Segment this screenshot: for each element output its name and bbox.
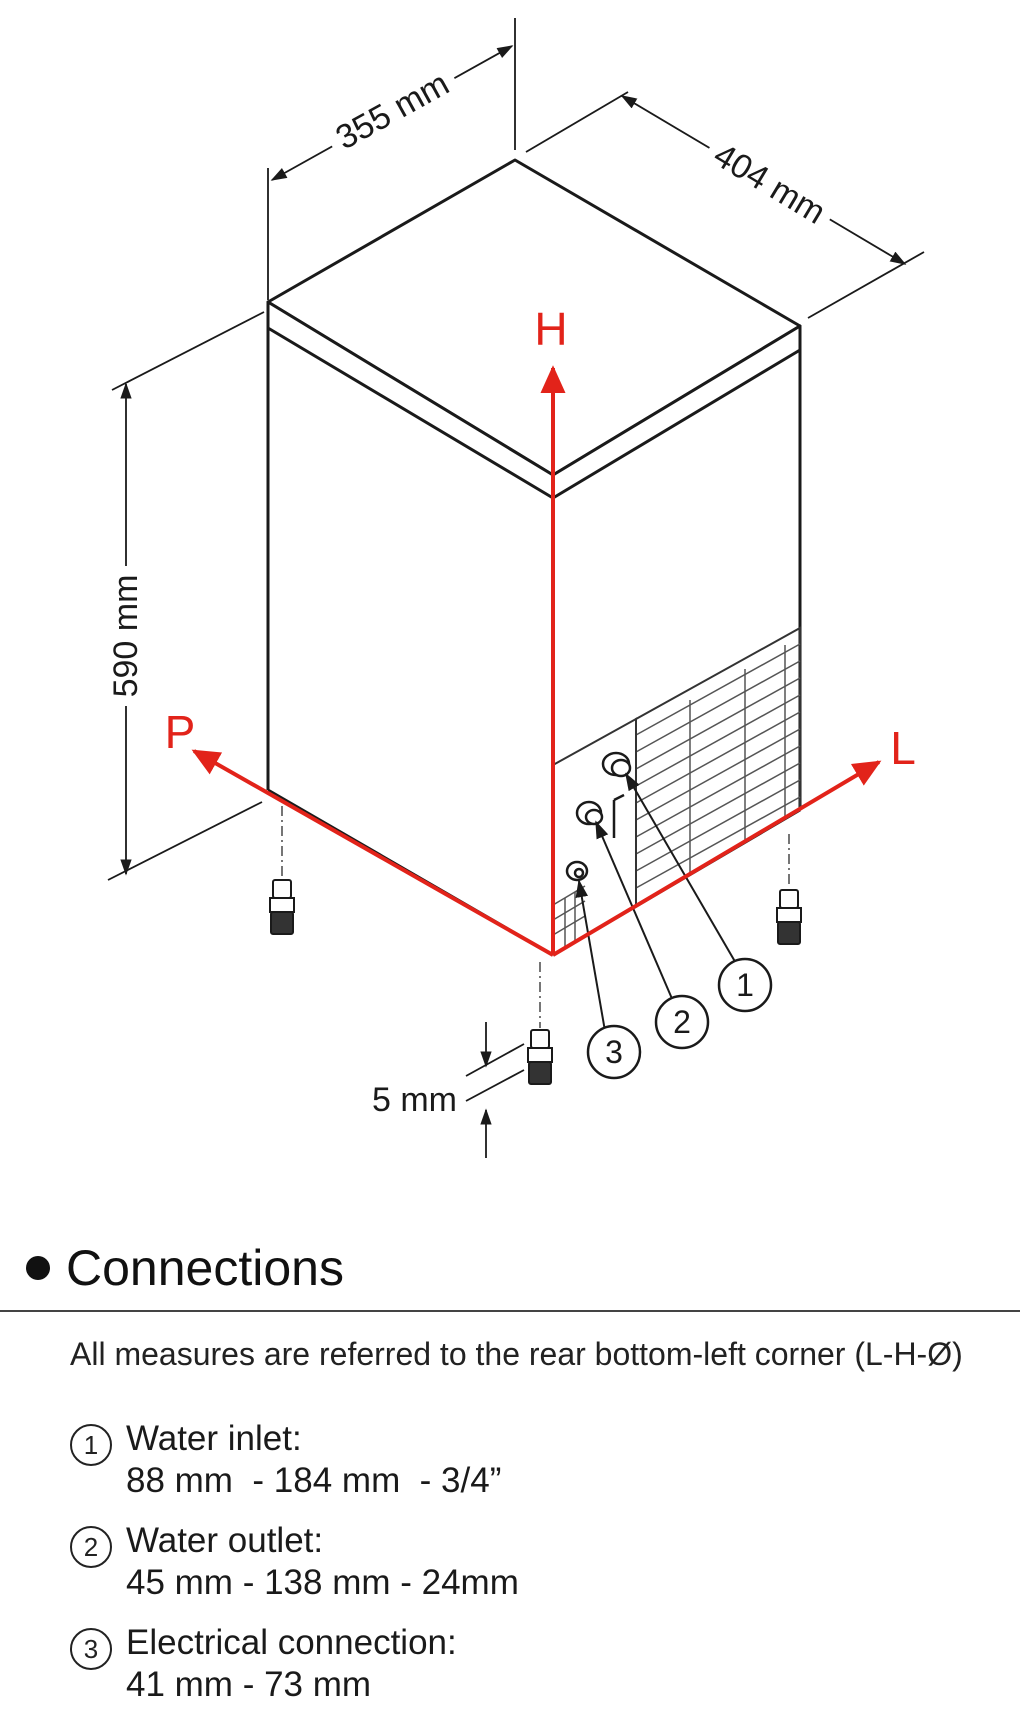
connection-value: 45 mm - 138 mm - 24mm (126, 1563, 519, 1602)
fitting-2 (575, 800, 604, 826)
fitting-3 (565, 860, 589, 882)
axis-p-label: P (165, 706, 196, 758)
axis-h-label: H (534, 303, 567, 355)
connection-title: Water inlet: (126, 1419, 302, 1458)
isometric-dimension-diagram: 1 2 3 H P L (106, 18, 925, 1158)
connection-item-water-outlet: 2 Water outlet: 45 mm - 138 mm - 24mm (70, 1520, 1010, 1620)
callouts: 1 2 3 (586, 957, 773, 1080)
connection-fittings (565, 751, 632, 882)
connection-list: 1 Water inlet: 88 mm - 184 mm - 3/4” 2 W… (70, 1418, 1010, 1724)
axis-l-arrow (551, 760, 882, 957)
callout-leaders (575, 772, 738, 1032)
svg-text:2: 2 (673, 1004, 691, 1040)
callout-2: 2 (654, 994, 710, 1050)
connection-value: 88 mm - 184 mm - 3/4” (126, 1461, 502, 1500)
connection-item-water-inlet: 1 Water inlet: 88 mm - 184 mm - 3/4” (70, 1418, 1010, 1518)
bullet-icon (26, 1256, 50, 1280)
connection-item-electrical: 3 Electrical connection: 41 mm - 73 mm (70, 1622, 1010, 1722)
dim-feet (465, 1022, 525, 1158)
axis-l-label: L (890, 722, 916, 774)
svg-text:3: 3 (605, 1034, 623, 1070)
dim-feet-label: 5 mm (372, 1081, 457, 1119)
fitting-1 (601, 751, 632, 778)
cabinet (266, 158, 802, 957)
foot-right (776, 834, 802, 945)
section-divider (0, 1310, 1020, 1312)
reference-note: All measures are referred to the rear bo… (70, 1336, 963, 1372)
foot-center (527, 962, 553, 1085)
callout-3: 3 (586, 1024, 642, 1080)
dim-width-label: 355 mm (330, 64, 456, 157)
callout-1: 1 (717, 957, 773, 1013)
number-1-icon: 1 (70, 1424, 112, 1466)
reference-axes (191, 365, 882, 957)
feet (269, 806, 802, 1085)
rear-grille (552, 626, 801, 948)
dim-depth-label: 404 mm (707, 136, 832, 232)
connections-section: Connections All measures are referred to… (0, 1230, 1020, 1704)
connection-title: Electrical connection: (126, 1623, 457, 1662)
section-title: Connections (66, 1240, 344, 1296)
section-header: Connections (0, 1230, 1020, 1312)
number-2-icon: 2 (70, 1526, 112, 1568)
axis-p-arrow (191, 749, 554, 957)
svg-text:1: 1 (736, 967, 754, 1003)
dim-height-label: 590 mm (107, 575, 145, 698)
number-3-icon: 3 (70, 1628, 112, 1670)
foot-left (269, 806, 295, 935)
connection-value: 41 mm - 73 mm (126, 1665, 372, 1704)
connection-title: Water outlet: (126, 1521, 324, 1560)
